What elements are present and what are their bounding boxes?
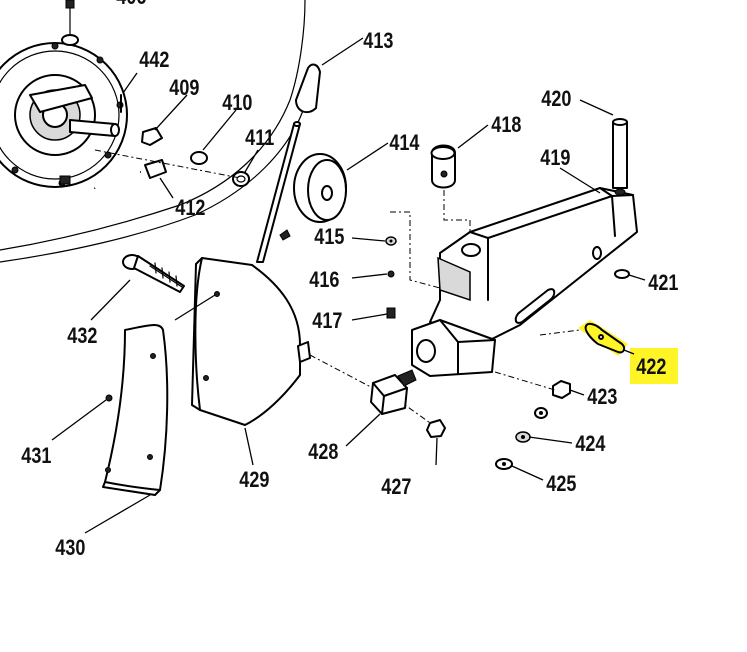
flange-assembly xyxy=(0,0,128,188)
label-442: 442 xyxy=(139,48,169,72)
part-430-shoe xyxy=(102,324,169,496)
label-425: 425 xyxy=(546,472,576,496)
label-413: 413 xyxy=(363,29,393,53)
label-418: 418 xyxy=(491,113,521,137)
part-411 xyxy=(232,171,250,187)
label-428: 428 xyxy=(308,440,338,464)
part-414-pulley xyxy=(293,153,347,223)
part-422-highlighted xyxy=(578,320,678,384)
part-418 xyxy=(430,144,456,189)
label-411: 411 xyxy=(245,126,274,150)
label-410: 410 xyxy=(222,91,252,115)
label-431: 431 xyxy=(21,444,51,468)
label-427: 427 xyxy=(381,475,411,499)
housing-outline xyxy=(0,0,306,263)
part-428-block xyxy=(370,369,417,415)
label-424: 424 xyxy=(575,432,606,456)
part-labels: 406 442 409 410 411 412 413 414 415 416 … xyxy=(21,0,678,560)
part-412 xyxy=(93,159,167,190)
label-409: 409 xyxy=(169,76,199,100)
part-419-arm xyxy=(411,187,638,377)
label-429: 429 xyxy=(239,468,269,492)
leader-lines xyxy=(51,37,646,534)
label-432: 432 xyxy=(67,324,97,348)
part-429-plate xyxy=(191,257,311,426)
label-423: 423 xyxy=(587,385,617,409)
label-420: 420 xyxy=(541,87,571,111)
label-416: 416 xyxy=(309,268,339,292)
label-415: 415 xyxy=(314,225,344,249)
label-414: 414 xyxy=(389,131,420,155)
label-419: 419 xyxy=(540,146,570,170)
label-417: 417 xyxy=(312,309,342,333)
label-421: 421 xyxy=(648,271,678,295)
hardware-stack xyxy=(495,380,571,470)
label-406: 406 xyxy=(116,0,146,9)
label-412: 412 xyxy=(175,196,205,220)
part-413-knob xyxy=(295,63,321,114)
part-410 xyxy=(190,151,208,165)
part-432-bolt xyxy=(122,254,185,293)
label-430: 430 xyxy=(55,536,85,560)
label-422: 422 xyxy=(636,355,666,379)
part-420-pin xyxy=(612,118,628,189)
part-409 xyxy=(141,127,163,146)
